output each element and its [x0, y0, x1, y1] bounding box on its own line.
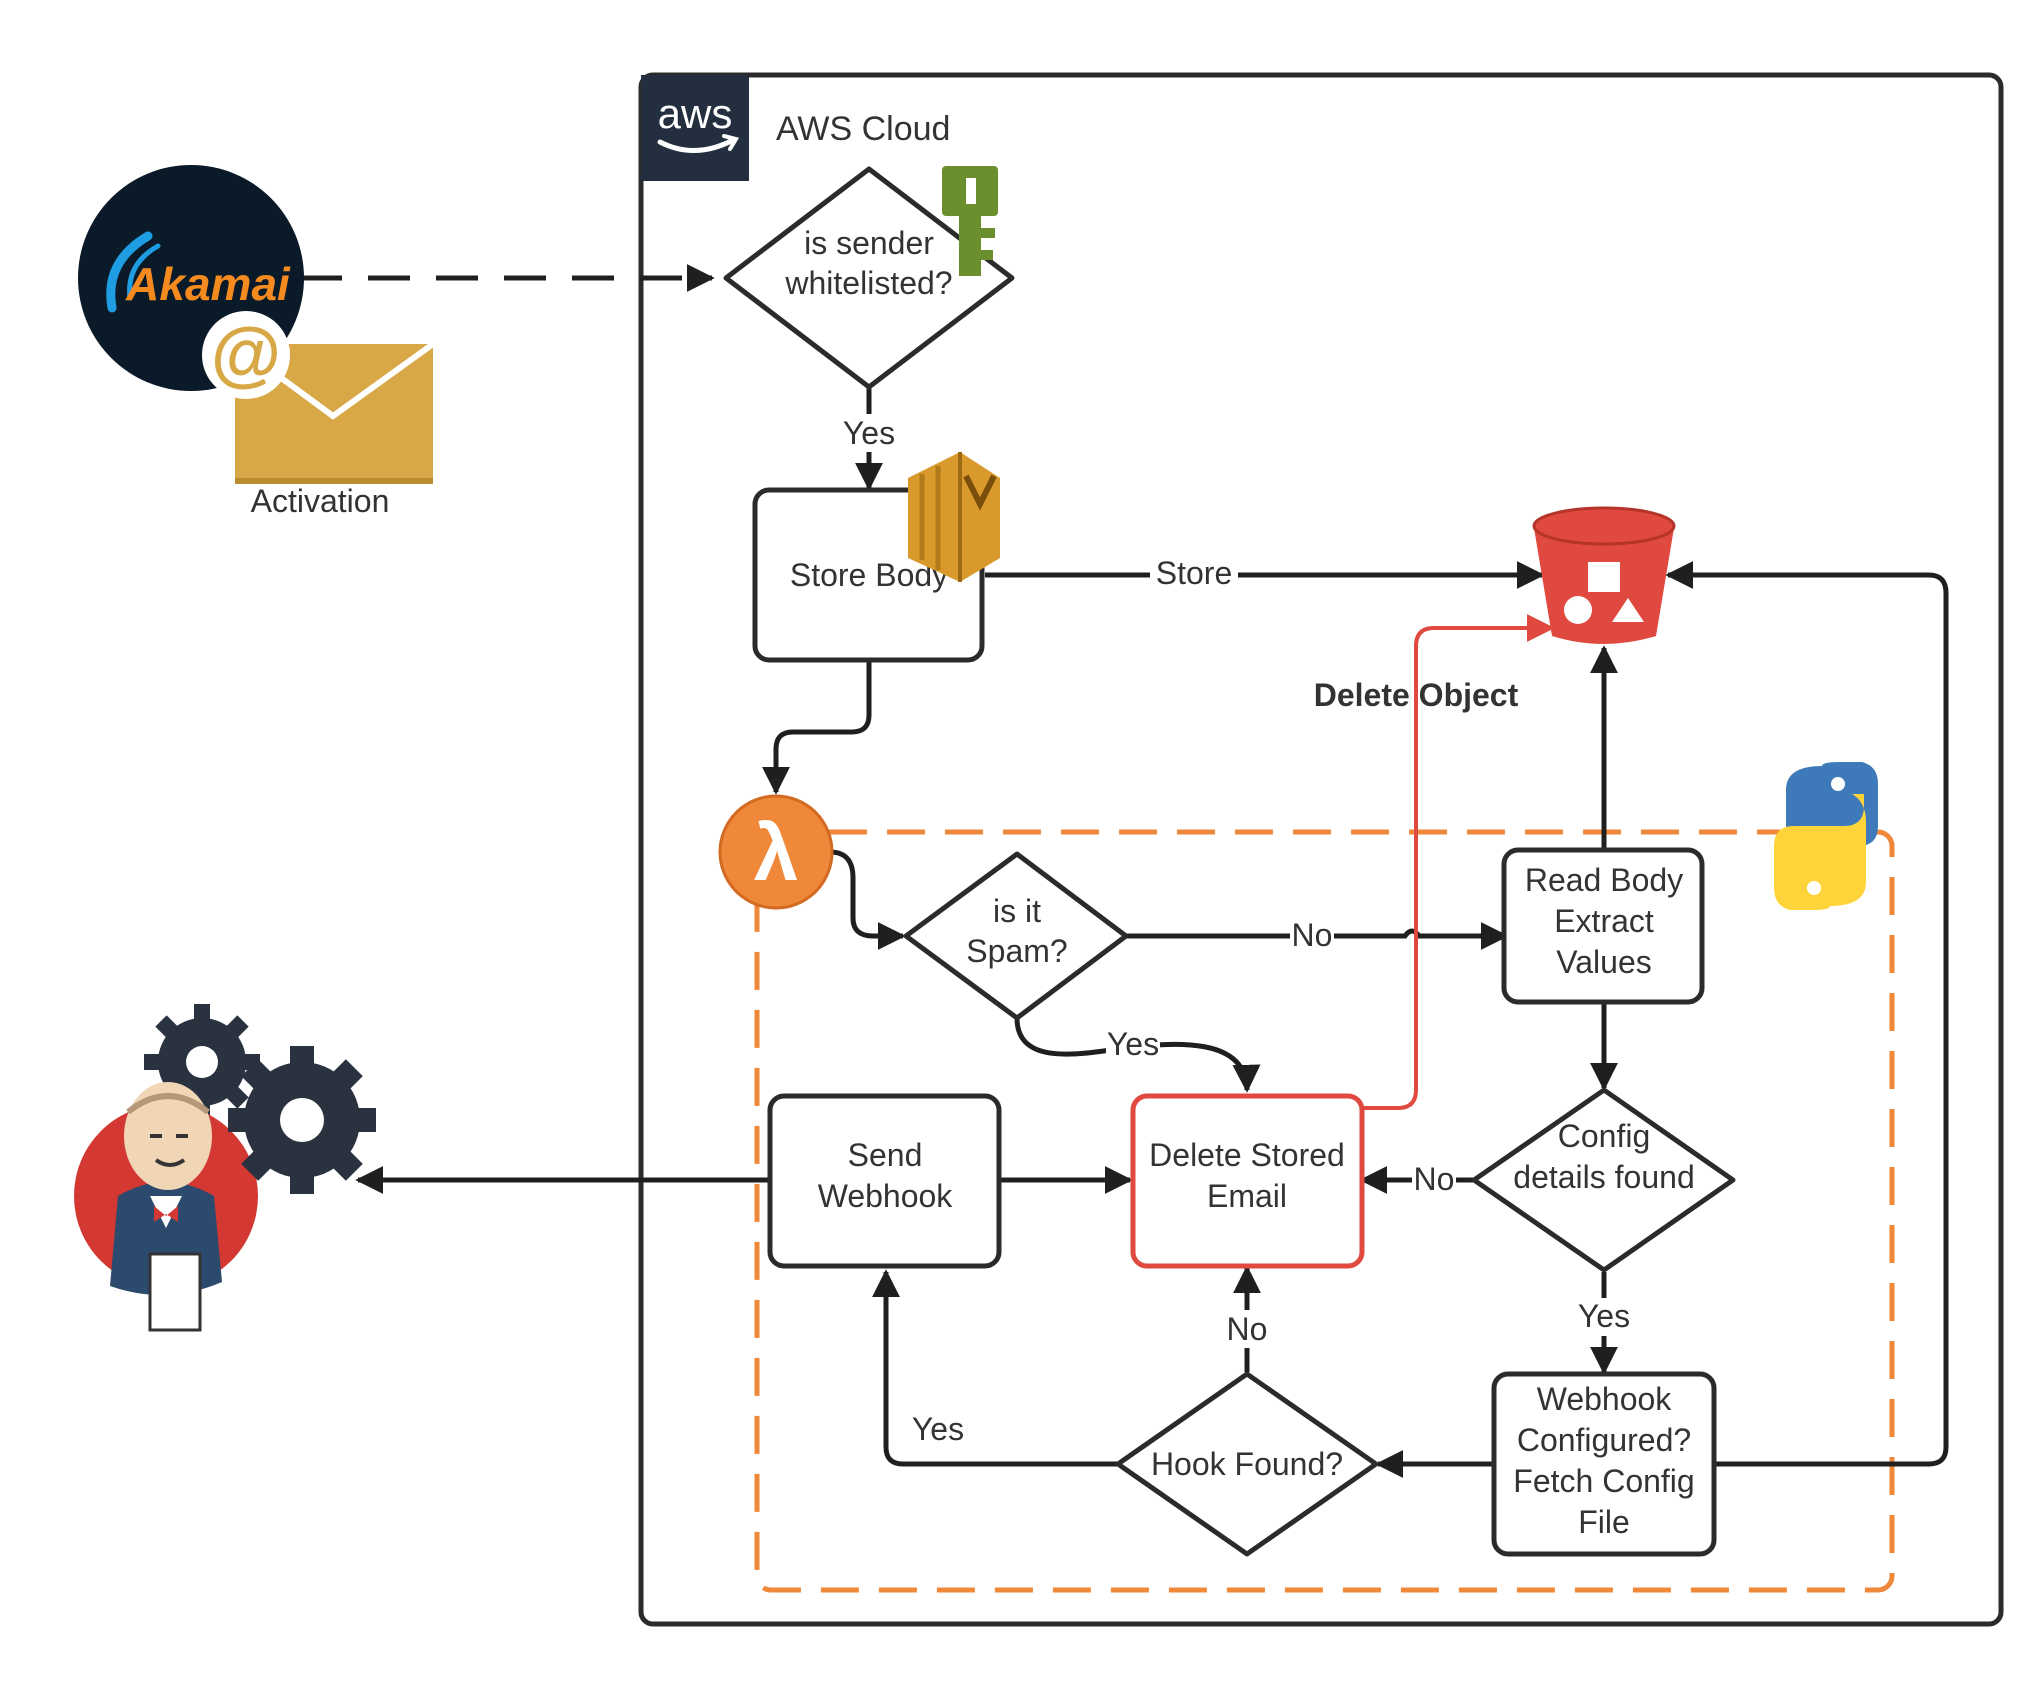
svg-text:No: No — [1227, 1311, 1268, 1347]
aws-cloud-boundary — [638, 72, 2004, 1627]
svg-text:Yes: Yes — [1107, 1026, 1159, 1062]
aws-logo-icon: aws — [641, 75, 749, 181]
activation-label: Activation — [251, 483, 390, 519]
edge-label-yes-config: Yes — [1576, 1298, 1632, 1336]
ses-icon — [908, 452, 1000, 582]
svg-text:Yes: Yes — [843, 415, 895, 451]
node-hook-found: Hook Found? — [1115, 1371, 1379, 1557]
edge-label-yes-hook: Yes — [912, 1411, 964, 1447]
edge-hook-yes-to-send-webhook — [872, 1269, 1118, 1467]
edge-label-delete-object: Delete Object — [1314, 677, 1519, 713]
edge-label-yes-whitelisted: Yes — [842, 414, 896, 452]
gear-icon-large — [228, 1046, 376, 1194]
python-logo-icon — [1774, 762, 1878, 910]
jenkins-logo-icon — [74, 1004, 376, 1332]
svg-text:No: No — [1414, 1161, 1455, 1197]
svg-text:@: @ — [211, 314, 281, 394]
svg-text:λ: λ — [754, 808, 799, 897]
edge-webhook-configured-to-s3 — [1665, 561, 1949, 1467]
edge-label-no-spam: No — [1290, 915, 1334, 955]
edge-label-no-hook: No — [1224, 1310, 1270, 1348]
iam-key-icon — [942, 166, 998, 276]
edge-delete-object-to-s3 — [1362, 614, 1555, 1110]
edge-label-store: Store — [1150, 554, 1238, 594]
edge-label-no-config: No — [1412, 1160, 1456, 1198]
lambda-group-boundary — [754, 829, 1895, 1593]
svg-text:Store: Store — [1156, 555, 1232, 591]
edge-spam-no-to-read-body — [1126, 922, 1509, 950]
edge-store-body-to-lambda — [762, 660, 872, 795]
svg-text:Yes: Yes — [1578, 1298, 1630, 1334]
edge-label-yes-spam: Yes — [1106, 1026, 1160, 1064]
aws-cloud-label: AWS Cloud — [776, 110, 950, 148]
svg-text:Akamai: Akamai — [125, 258, 291, 310]
svg-text:No: No — [1292, 917, 1333, 953]
email-envelope-icon: @ — [202, 311, 435, 484]
lambda-icon: λ — [718, 794, 834, 910]
edge-lambda-to-spam — [829, 849, 906, 950]
svg-text:Hook Found?: Hook Found? — [1151, 1446, 1343, 1482]
s3-bucket-icon — [1532, 506, 1676, 644]
aws-logo-text: aws — [658, 90, 733, 137]
